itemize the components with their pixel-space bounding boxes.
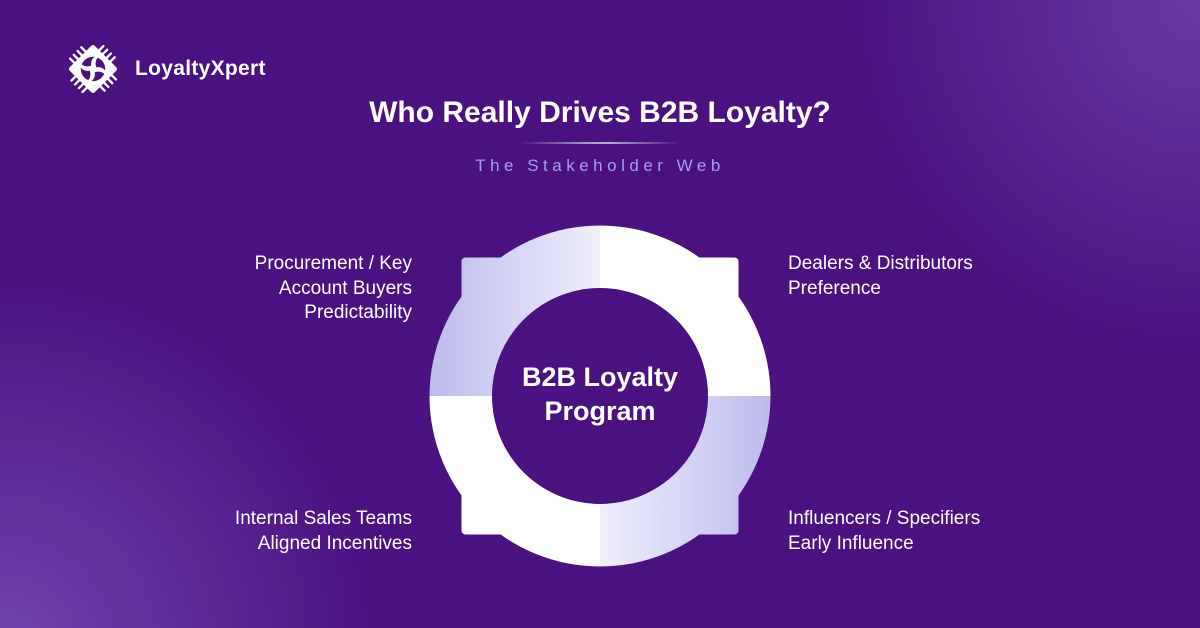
brand-name: LoyaltyXpert xyxy=(135,57,266,80)
stakeholder-name: Influencers / Specifiers xyxy=(788,508,981,529)
stakeholder-benefit: Preference xyxy=(788,277,881,299)
hands-diamond-icon xyxy=(68,44,118,94)
ring-quadrant-top-right xyxy=(600,176,820,396)
ring-quadrant-bottom-right xyxy=(600,396,820,616)
page-subtitle: The Stakeholder Web xyxy=(475,156,725,175)
brand-header: LoyaltyXpert xyxy=(64,40,266,98)
stakeholder-benefit: Predictability xyxy=(304,302,412,323)
title-divider xyxy=(519,142,681,144)
stakeholder-benefit: Aligned Incentives xyxy=(257,532,412,554)
stakeholder-benefit: Early Influence xyxy=(788,532,914,554)
stakeholder-name: Procurement / Key Account Buyers xyxy=(254,253,412,299)
stakeholder-name: Internal Sales Teams xyxy=(234,508,412,529)
ring-quadrant-top-left xyxy=(380,176,600,396)
stakeholder-label-influencers: Influencers / Specifiers Early Influence xyxy=(788,507,1038,556)
diagram-center-label: B2B Loyalty Program xyxy=(521,362,679,426)
stakeholder-label-internal-sales: Internal Sales Teams Aligned Incentives xyxy=(192,507,412,556)
ring-quadrant-bottom-left xyxy=(380,396,600,616)
stakeholder-label-procurement: Procurement / Key Account Buyers Predict… xyxy=(212,252,412,326)
stakeholder-label-dealers: Dealers & Distributors Preference xyxy=(788,252,1028,301)
title-block: Who Really Drives B2B Loyalty? The Stake… xyxy=(0,0,1200,176)
stakeholder-name: Dealers & Distributors xyxy=(788,253,973,274)
page-title: Who Really Drives B2B Loyalty? xyxy=(369,96,831,129)
stakeholder-ring-diagram xyxy=(380,176,820,616)
